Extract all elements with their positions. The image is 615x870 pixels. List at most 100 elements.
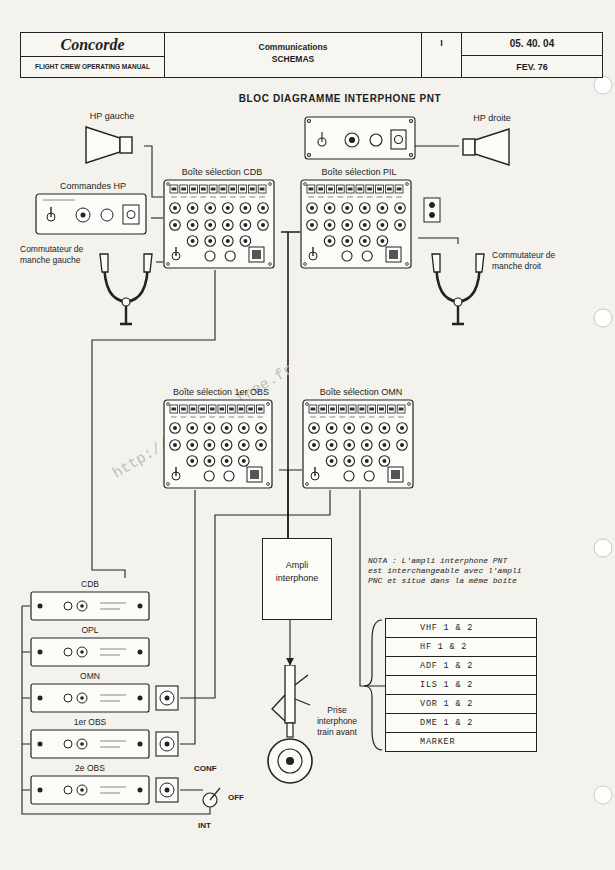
volume-knob: [187, 423, 198, 434]
gear-strut: [285, 665, 295, 723]
knob-center: [242, 443, 246, 447]
indicator-lens: [240, 188, 245, 191]
knob-center: [363, 223, 367, 227]
knob: [101, 209, 113, 221]
screw: [304, 263, 307, 266]
panel-frame: [36, 194, 146, 234]
panel-frame: [31, 730, 149, 758]
legend-mark: [310, 417, 316, 418]
node-hdr1: CommunicationsSCHEMAS: [165, 32, 422, 78]
volume-knob: [395, 203, 406, 214]
jack-panel: [30, 729, 150, 759]
knob: [76, 208, 90, 222]
plug-body: [156, 686, 178, 710]
yoke-label: Commutateur de manche gauche: [20, 244, 94, 266]
indicator-light: [366, 185, 374, 193]
node-sel: Boîte sélection OMN: [302, 386, 420, 490]
volume-knob: [205, 236, 216, 247]
node-hdr3: 05. 40. 04FEV. 76: [462, 32, 603, 78]
knob-center: [365, 426, 369, 430]
screw: [138, 696, 143, 701]
screw: [38, 604, 43, 609]
knob-center: [365, 443, 369, 447]
plug-ring: [160, 737, 174, 751]
gear-brace: [295, 675, 310, 705]
legend-mark: [100, 649, 126, 650]
volume-knob: [362, 423, 373, 434]
knob-center: [207, 459, 211, 463]
knob-center: [259, 426, 263, 430]
panel-frame: [31, 776, 149, 804]
toggle-lever: [312, 247, 313, 256]
wire: [289, 620, 290, 665]
indicator-lens: [338, 188, 343, 191]
knob-center: [330, 443, 334, 447]
indicator-light: [170, 405, 178, 413]
knob-center: [345, 239, 349, 243]
panel-frame: [31, 638, 149, 666]
amplifier-label: Ampli interphone: [263, 539, 331, 593]
knob-center: [191, 239, 195, 243]
volume-knob: [379, 423, 390, 434]
knob-center: [312, 426, 316, 430]
selector-panel: [163, 179, 275, 269]
knob-center: [191, 223, 195, 227]
speaker-label: HP gauche: [80, 110, 144, 122]
knob-center: [328, 206, 332, 210]
volume-knob: [324, 203, 335, 214]
legend-mark: [171, 417, 177, 418]
knob-center: [312, 443, 316, 447]
selector-panel: [163, 399, 273, 489]
note-text-holder: NOTA : L'ampli interphone PNT est interc…: [368, 556, 525, 586]
knob-center: [382, 459, 386, 463]
indicator-lens: [211, 188, 216, 191]
knob-center: [207, 443, 211, 447]
volume-knob: [326, 456, 337, 467]
legend-mark: [386, 197, 392, 198]
jack-panel: [30, 637, 150, 667]
volume-knob: [377, 236, 388, 247]
node-jack0: OPL: [30, 624, 180, 668]
indicator-lens: [369, 408, 374, 411]
knob-center: [226, 239, 230, 243]
speaker-symbol: [80, 123, 140, 167]
knob-center: [80, 742, 84, 746]
volume-knob: [324, 236, 335, 247]
indicator-lens: [172, 408, 177, 411]
knob-center: [173, 426, 177, 430]
indicator-light: [317, 185, 325, 193]
legend-mark: [369, 417, 375, 418]
screw: [406, 183, 409, 186]
screw: [167, 483, 170, 486]
indicator-lens: [250, 188, 255, 191]
screw: [167, 403, 170, 406]
legend-mark: [259, 197, 265, 198]
indicator-lens: [328, 188, 333, 191]
knob-center: [226, 223, 230, 227]
legend-mark: [100, 793, 120, 794]
volume-knob: [221, 440, 232, 451]
screw: [304, 183, 307, 186]
node-hdr2: I: [422, 32, 462, 78]
screw: [267, 483, 270, 486]
punch-hole: [594, 76, 612, 94]
indicator-lens: [191, 408, 196, 411]
push-button: [249, 247, 264, 262]
legend-mark: [248, 417, 254, 418]
chapter-title: Communications: [165, 41, 421, 53]
volume-knob: [377, 203, 388, 214]
indicator-lens: [348, 188, 353, 191]
toggle-lever: [314, 467, 315, 476]
volume-knob: [326, 423, 337, 434]
volume-knob: [397, 440, 408, 451]
volume-knob: [223, 203, 234, 214]
plug-ring: [160, 691, 174, 705]
legend-mark: [308, 197, 314, 198]
table-cell: MARKER: [386, 733, 536, 751]
speaker-symbol: [459, 125, 519, 169]
legend-mark: [359, 417, 365, 418]
node-jack0: CDB: [30, 578, 180, 622]
ptt-box: [424, 198, 440, 222]
indicator-lens: [220, 408, 225, 411]
